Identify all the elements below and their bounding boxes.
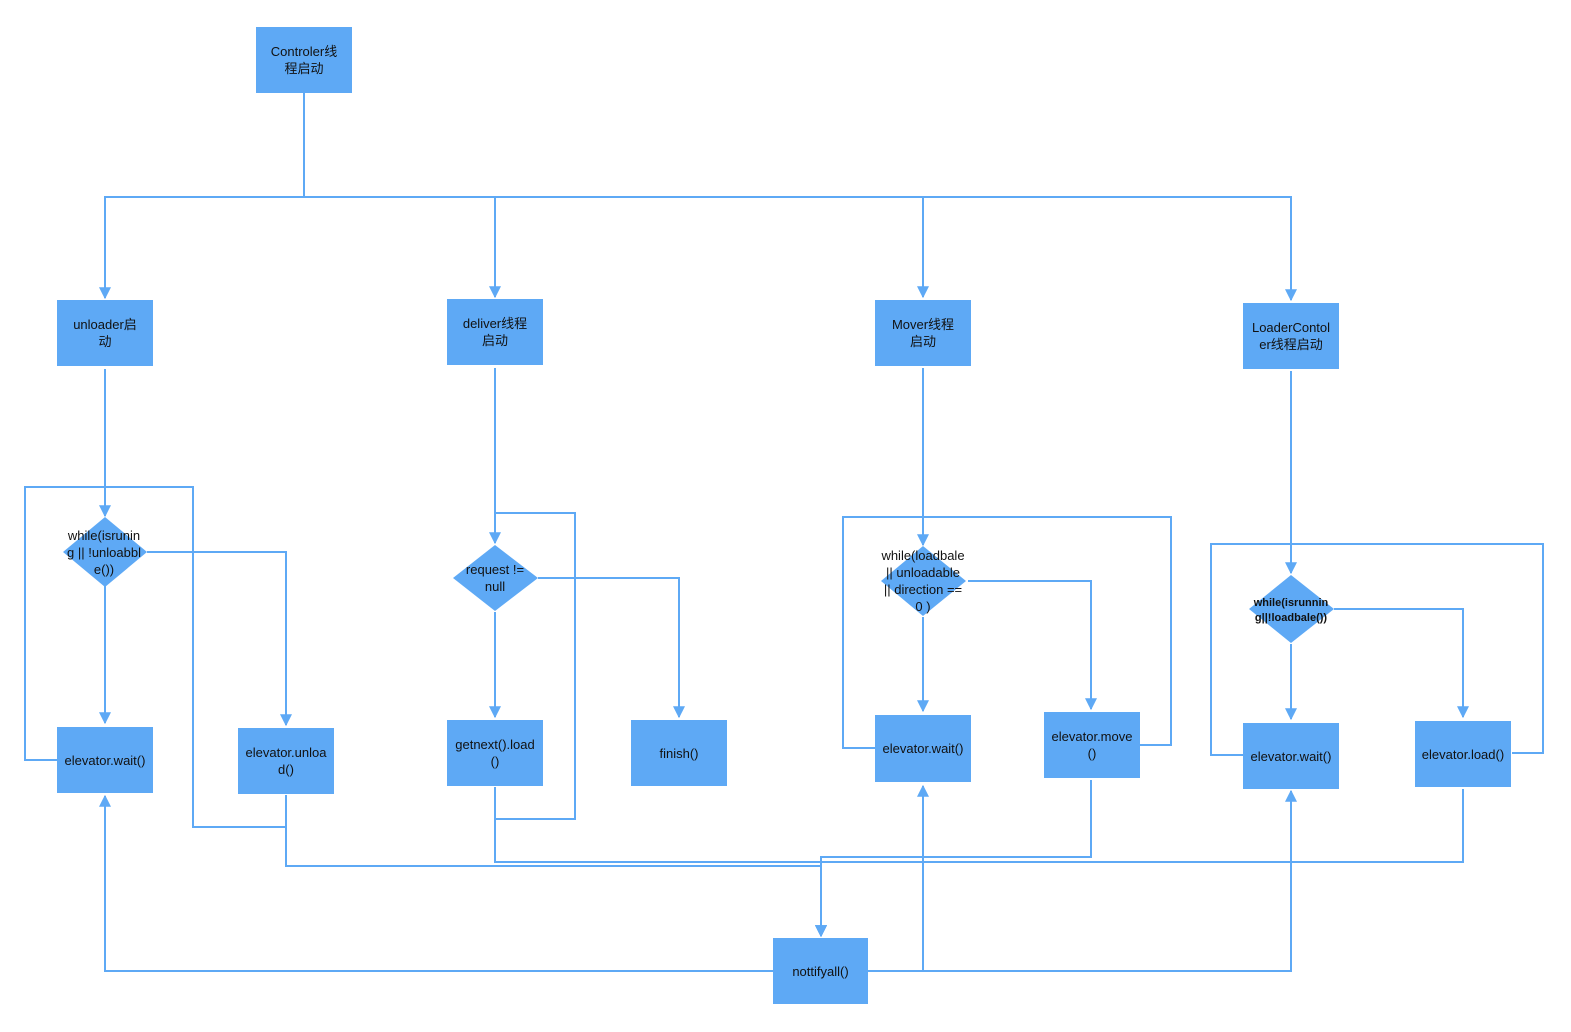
loader-loop-diamond — [1249, 575, 1334, 643]
edge-controller-deliver — [304, 196, 501, 299]
edge-notify-loader-wait — [923, 789, 1297, 972]
loader-wait-node: elevator.wait() — [1243, 723, 1339, 789]
edge-controller-unloader — [99, 196, 304, 300]
edge-load-notify — [815, 789, 1464, 938]
edge-notify-unloader-wait — [99, 794, 773, 972]
deliver-start-node: deliver线程启动 — [447, 299, 543, 365]
unloader-loop-diamond — [63, 517, 147, 587]
edge-getnext-loopback — [494, 512, 576, 820]
edge-mover-wait-back — [842, 516, 1172, 749]
edge-move-notify — [815, 780, 1092, 938]
deliver-finish-node: finish() — [631, 720, 727, 786]
edge-loader-wait-back — [1210, 543, 1544, 756]
controller-start-node: Controler线程启动 — [256, 27, 352, 93]
edge-controller-loader — [304, 196, 1297, 302]
loader-loop-label: while(isrunning||!loadbale()) — [1253, 597, 1329, 624]
loader-start-node: LoaderContoler线程启动 — [1243, 303, 1339, 369]
edge-getnext-notify — [494, 819, 827, 938]
notify-all-node: nottifyall() — [773, 938, 868, 1004]
edge-mover-loop-move — [968, 580, 1097, 711]
edge-notify-mover-wait — [868, 784, 929, 972]
loader-load-node: elevator.load() — [1415, 721, 1511, 787]
deliver-cond-diamond — [453, 545, 538, 611]
unloader-loop-label: while(isruning || !unloabble()) — [67, 527, 141, 577]
edge-unloader-loop-unload — [147, 551, 292, 727]
mover-move-node: elevator.move() — [1044, 712, 1140, 778]
unloader-unload-node: elevator.unload() — [238, 728, 334, 794]
edge-unload-notify — [285, 795, 827, 938]
mover-wait-node: elevator.wait() — [875, 715, 971, 782]
edge-deliver-cond-finish — [538, 577, 685, 719]
deliver-cond-label: request != null — [465, 562, 525, 594]
mover-loop-label: while(loadbale || unloadable || directio… — [881, 548, 965, 614]
mover-start-node: Mover线程启动 — [875, 300, 971, 366]
edge-controller-mover — [304, 196, 929, 299]
edge-loader-loop-load — [1334, 608, 1469, 719]
unloader-start-node: unloader启动 — [57, 300, 153, 366]
mover-loop-diamond — [881, 546, 966, 616]
edge-unloader-wait-back — [24, 486, 286, 828]
deliver-getnext-node: getnext().load() — [447, 720, 543, 786]
unloader-wait-node: elevator.wait() — [57, 727, 153, 793]
